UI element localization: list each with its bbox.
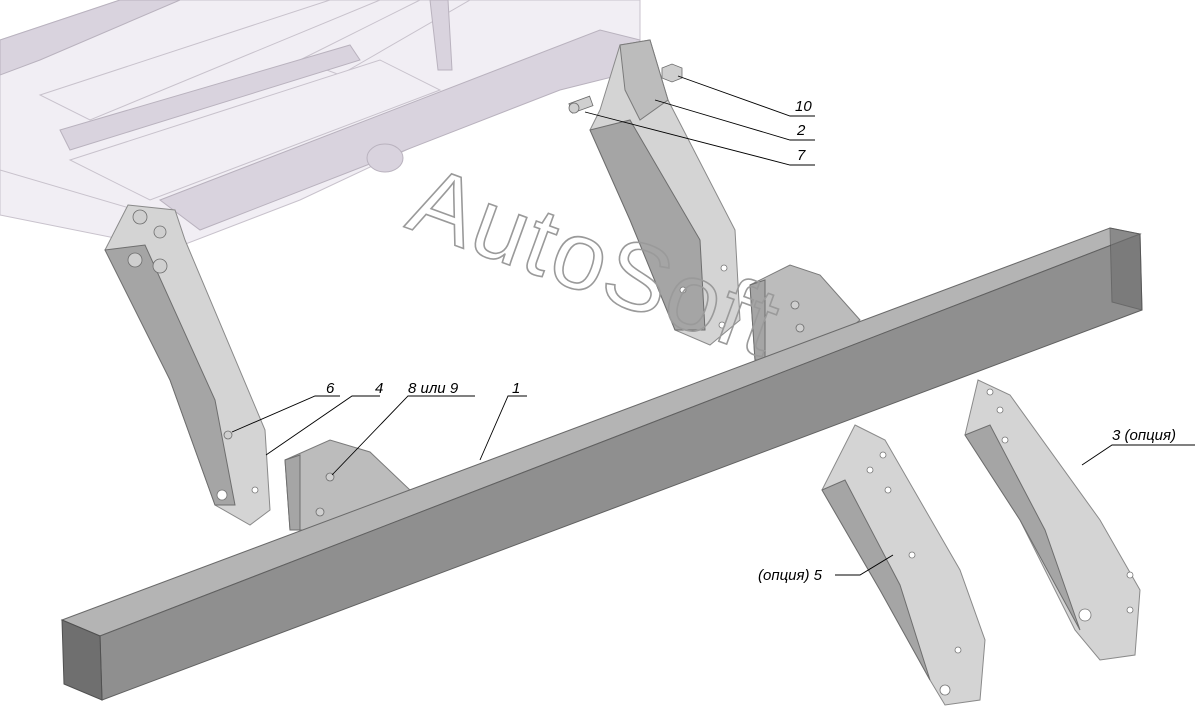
optional-bracket-5 xyxy=(821,424,986,706)
callout-8: 8 или 9 xyxy=(408,380,459,397)
watermark: AutoSoft xyxy=(396,146,794,378)
callout-4: 4 xyxy=(375,380,383,397)
bumper-beam xyxy=(60,227,1143,701)
callout-2: 2 xyxy=(796,122,806,139)
callout-10: 10 xyxy=(795,98,812,115)
nut-10 xyxy=(661,63,683,83)
callout-3: 3 (опция) xyxy=(1112,427,1176,444)
left-frame-bracket xyxy=(104,204,271,526)
callout-1: 1 xyxy=(512,380,520,397)
bolt-7 xyxy=(568,95,594,114)
leader-lines xyxy=(231,75,1195,576)
right-frame-bracket xyxy=(568,39,741,346)
callout-7: 7 xyxy=(797,147,806,164)
callout-5: (опция) 5 xyxy=(758,567,823,584)
optional-bracket-3 xyxy=(964,379,1141,661)
callout-6: 6 xyxy=(326,380,335,397)
